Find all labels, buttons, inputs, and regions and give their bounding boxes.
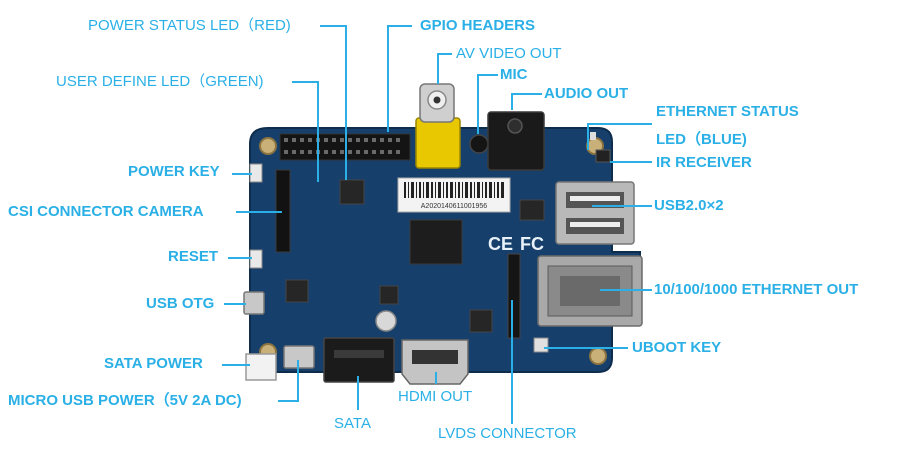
- leader-gpio-headers: [387, 25, 412, 132]
- leader-mic: [477, 74, 498, 134]
- barcode-serial: A2020140611001956: [421, 203, 488, 210]
- uboot-key-button: [533, 337, 549, 353]
- audio-jack: [487, 111, 545, 171]
- lvds-connector: [507, 253, 521, 339]
- label-usb20: USB2.0×2: [654, 197, 724, 214]
- label-hdmi-out: HDMI OUT: [398, 388, 473, 405]
- label-audio-out: AUDIO OUT: [544, 85, 629, 102]
- label-user-define-led: USER DEFINE LED（GREEN): [56, 73, 264, 90]
- barcode-lines: [404, 182, 504, 198]
- usb-otg-port: [243, 291, 265, 315]
- ic-chip: [519, 199, 545, 221]
- label-ethernet-out: 10/100/1000 ETHERNET OUT: [654, 281, 859, 298]
- label-ethernet-status: ETHERNET STATUS: [656, 103, 799, 120]
- label-ir-receiver: IR RECEIVER: [656, 154, 752, 171]
- label-power-key: POWER KEY: [128, 163, 220, 180]
- label-micro-usb-power: MICRO USB POWER（5V 2A DC): [8, 392, 242, 409]
- label-sata-power: SATA POWER: [104, 355, 203, 372]
- sata-port: [323, 337, 395, 383]
- mic-component: [469, 134, 489, 154]
- leader-power-status-led: [320, 25, 347, 180]
- leader-audio-out: [511, 93, 542, 110]
- capacitor: [375, 310, 397, 332]
- leader-ethernet-status: [587, 123, 652, 150]
- leader-micro-usb-power: [278, 360, 299, 402]
- leader-lines: [222, 25, 652, 424]
- gpio-pins: [284, 138, 400, 154]
- label-uboot-key: UBOOT KEY: [632, 339, 722, 356]
- label-led-blue: LED（BLUE): [656, 131, 747, 148]
- label-gpio-headers: GPIO HEADERS: [420, 17, 536, 34]
- ethernet-status-led: [590, 132, 596, 140]
- ic-chip: [469, 309, 493, 333]
- ic-chip: [285, 279, 309, 303]
- fc-mark: FC: [520, 234, 544, 254]
- label-av-video-out: AV VIDEO OUT: [456, 45, 562, 62]
- leader-av-video-out: [437, 53, 452, 84]
- label-mic: MIC: [500, 66, 528, 83]
- label-lvds-connector: LVDS CONNECTOR: [438, 425, 577, 442]
- av-jack-base: [415, 117, 461, 169]
- label-sata: SATA: [334, 415, 371, 432]
- sata-power-connector: [245, 353, 277, 381]
- usb-port-stack: [555, 181, 635, 245]
- ce-mark: CE: [488, 234, 513, 254]
- ir-receiver: [595, 149, 611, 163]
- ic-chip: [379, 285, 399, 305]
- ic-chip: [339, 179, 365, 205]
- label-csi-connector-camera: CSI CONNECTOR CAMERA: [8, 203, 204, 220]
- mounting-hole: [589, 347, 607, 365]
- soc-chip: [409, 219, 463, 265]
- mounting-hole: [259, 137, 277, 155]
- leader-user-define-led: [292, 81, 319, 182]
- label-usb-otg: USB OTG: [146, 295, 215, 312]
- label-reset: RESET: [168, 248, 219, 265]
- label-power-status-led: POWER STATUS LED（RED): [88, 17, 291, 34]
